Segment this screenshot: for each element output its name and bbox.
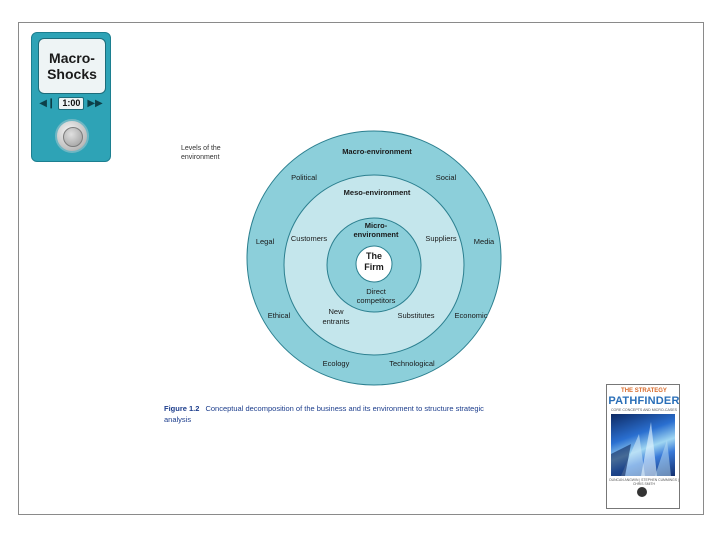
label-substitutes: Substitutes xyxy=(397,311,434,320)
label-customers: Customers xyxy=(291,234,328,243)
book-authors: DUNCAN ANGWIN | STEPHEN CUMMINGS | CHRIS… xyxy=(609,478,679,486)
label-new-entrants-1: New xyxy=(328,307,344,316)
label-economic: Economic xyxy=(455,311,488,320)
firm-core xyxy=(355,245,393,283)
levels-label: Levels of the environment xyxy=(181,145,221,161)
macro-shocks-widget[interactable]: Macro- Shocks ◀❙ 1:00 ▶▶ xyxy=(31,32,111,162)
widget-title-line1: Macro- xyxy=(49,50,95,66)
timer-display: 1:00 xyxy=(58,96,85,110)
center-button[interactable] xyxy=(63,127,83,147)
meso-title: Meso-environment xyxy=(344,188,411,197)
widget-controls: ◀❙ 1:00 ▶▶ xyxy=(32,95,110,111)
micro-title-2: environment xyxy=(353,230,399,239)
book-title-main: PATHFINDER xyxy=(608,395,680,407)
label-social: Social xyxy=(436,173,457,182)
micro-title-1: Micro- xyxy=(365,221,388,230)
label-media: Media xyxy=(474,237,495,246)
book-cover[interactable]: THE STRATEGY PATHFINDER CORE CONCEPTS AN… xyxy=(606,384,680,509)
firm-label-2: Firm xyxy=(364,262,384,272)
rewind-icon[interactable]: ◀❙ xyxy=(39,97,56,109)
book-title-top: THE STRATEGY xyxy=(621,388,667,394)
label-technological: Technological xyxy=(389,359,435,368)
label-direct-1: Direct xyxy=(366,287,387,296)
label-legal: Legal xyxy=(256,237,275,246)
click-wheel[interactable] xyxy=(55,119,89,153)
label-suppliers: Suppliers xyxy=(425,234,457,243)
label-new-entrants-2: entrants xyxy=(322,317,349,326)
slide-frame xyxy=(18,22,704,515)
publisher-logo-icon xyxy=(637,487,647,497)
widget-title-line2: Shocks xyxy=(47,66,97,82)
figure-number: Figure 1.2 xyxy=(164,404,200,413)
widget-screen: Macro- Shocks xyxy=(38,38,106,94)
fast-forward-icon[interactable]: ▶▶ xyxy=(87,97,103,109)
label-direct-2: competitors xyxy=(357,296,396,305)
label-political: Political xyxy=(291,173,317,182)
label-ethical: Ethical xyxy=(268,311,291,320)
figure-text: Conceptual decomposition of the business… xyxy=(164,404,484,424)
book-cover-art xyxy=(611,414,675,476)
label-ecology: Ecology xyxy=(323,359,350,368)
macro-title: Macro-environment xyxy=(342,147,412,156)
firm-label-1: The xyxy=(366,251,382,261)
book-subtitle: CORE CONCEPTS AND MICRO-CASES xyxy=(610,408,678,412)
